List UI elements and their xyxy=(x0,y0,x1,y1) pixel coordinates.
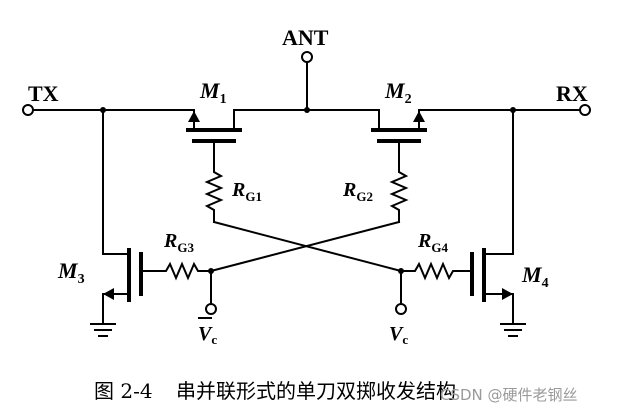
figure-number: 图 2-4 xyxy=(94,379,153,403)
vc-terminal xyxy=(395,303,407,315)
transistor-m3 xyxy=(102,109,163,325)
tx-terminal xyxy=(22,104,34,116)
transistor-m4 xyxy=(454,109,514,325)
junction-dot xyxy=(304,107,310,113)
watermark: CSDN @硬件老钢丝 xyxy=(440,386,578,404)
tx-label: TX xyxy=(28,81,59,106)
rx-terminal xyxy=(579,104,591,116)
m1-label: M1 xyxy=(199,78,227,107)
rg1-label: RG1 xyxy=(231,179,262,204)
rg4-label: RG4 xyxy=(417,230,448,255)
ant-label: ANT xyxy=(282,25,329,50)
rg2-label: RG2 xyxy=(342,179,373,204)
rg3-label: RG3 xyxy=(163,230,194,255)
transistor-m1 xyxy=(186,109,242,171)
vc-bar-terminal xyxy=(205,303,217,315)
resistor-rg2 xyxy=(389,169,409,223)
transistor-m2 xyxy=(371,109,427,171)
m3-label: M3 xyxy=(57,258,85,287)
rx-label: RX xyxy=(556,81,588,106)
figure-caption: 串并联形式的单刀双掷收发结构 xyxy=(176,379,456,403)
m2-label: M2 xyxy=(384,78,412,107)
top-bus-wires xyxy=(33,61,581,111)
ant-terminal xyxy=(301,51,313,63)
vc-label: Vc xyxy=(389,323,408,347)
vc-bar-label: Vc xyxy=(198,323,217,347)
resistor-rg4 xyxy=(400,261,456,281)
cross-wires xyxy=(209,220,403,273)
ground-icon xyxy=(90,323,116,337)
resistor-rg1 xyxy=(204,169,224,223)
m4-label: M4 xyxy=(521,262,549,291)
ground-icon xyxy=(500,323,526,337)
resistor-rg3 xyxy=(161,261,212,281)
